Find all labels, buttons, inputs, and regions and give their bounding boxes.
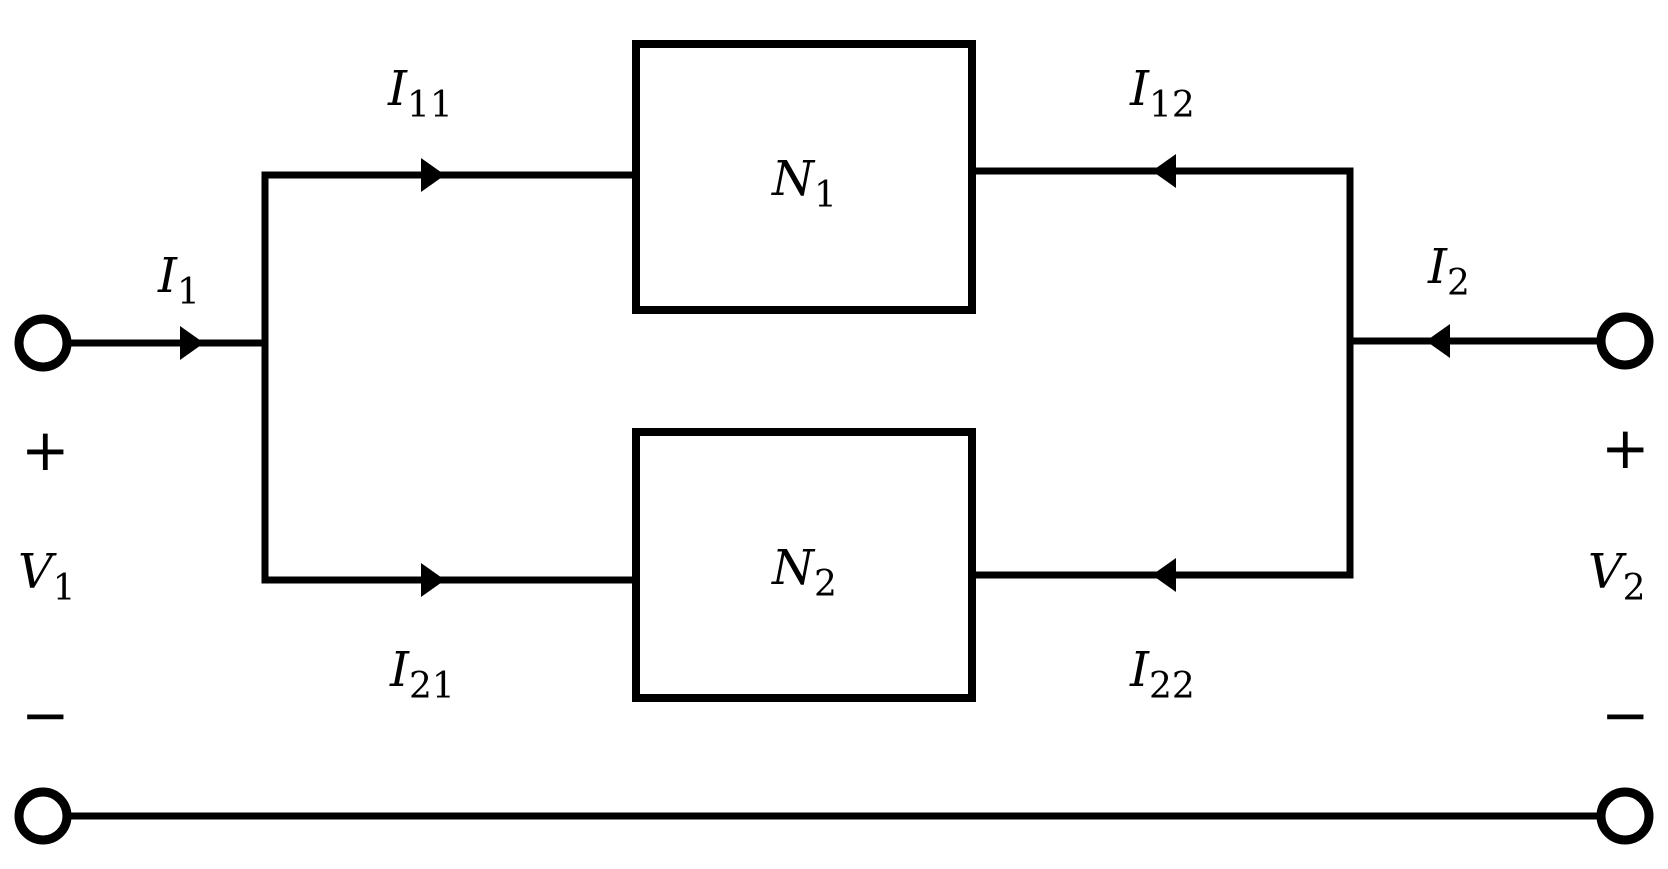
i2-arrow-icon [1426, 324, 1450, 358]
label-i1: I1 [157, 248, 200, 313]
wires [52, 167, 1616, 820]
port2-positive-terminal [1596, 312, 1654, 370]
port2-negative-terminal [1596, 787, 1654, 845]
label-i21: I21 [389, 642, 455, 707]
label-i2: I2 [1427, 239, 1470, 304]
label-i22: I22 [1129, 642, 1195, 707]
label-v2: V2 [1588, 544, 1646, 609]
label-i11: I11 [387, 61, 453, 126]
port2-plus-sign: + [1601, 414, 1650, 482]
port1-negative-terminal [14, 787, 72, 845]
label-v1: V1 [18, 544, 76, 609]
label-n2: N2 [771, 540, 837, 605]
i21-arrow-icon [421, 563, 445, 597]
i1-arrow-icon [180, 326, 204, 360]
network-n1-box [632, 40, 976, 314]
port1-plus-sign: + [21, 416, 70, 484]
port1-positive-terminal [14, 314, 72, 372]
i11-arrow-icon [421, 158, 445, 192]
i22-arrow-icon [1152, 558, 1176, 592]
label-i12: I12 [1129, 61, 1195, 126]
label-n1: N1 [771, 151, 837, 216]
i12-arrow-icon [1152, 154, 1176, 188]
port2-minus-sign: − [1601, 681, 1650, 749]
network-n2-box [632, 428, 976, 702]
port1-minus-sign: − [21, 681, 70, 749]
